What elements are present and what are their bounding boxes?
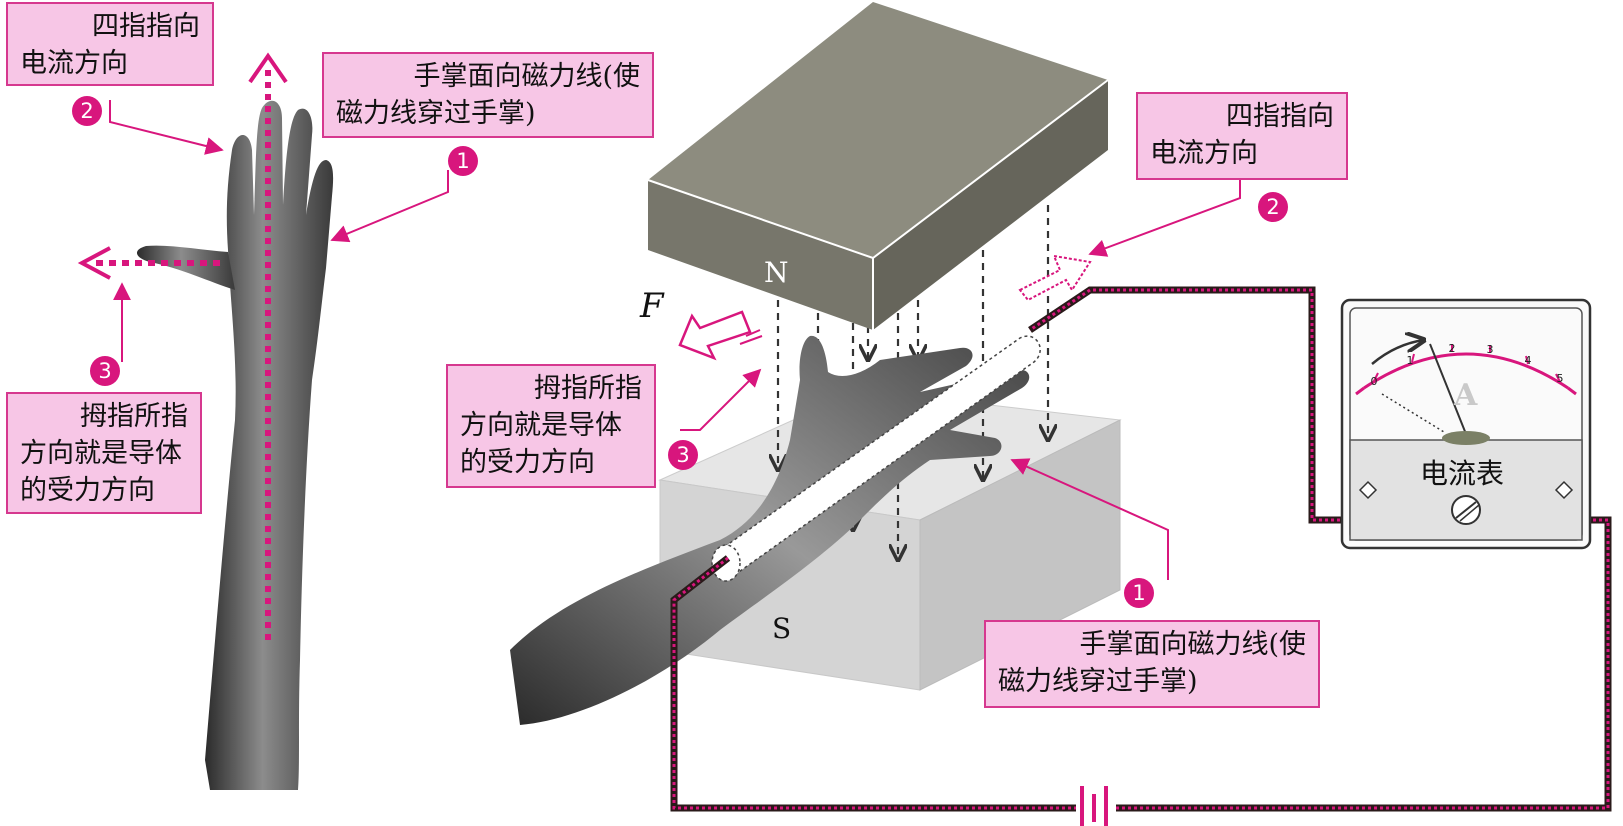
left-label-thumb-line1: 拇指所指 [80, 401, 188, 432]
left-label-palm: 手掌面向磁力线(使 磁力线穿过手掌) [322, 52, 654, 138]
scale-tick-5: 5 [1557, 372, 1564, 385]
right-label-palm: 手掌面向磁力线(使 磁力线穿过手掌) [984, 620, 1320, 708]
right-label-current-line2: 电流方向 [1150, 138, 1258, 169]
left-badge-1: 1 [448, 146, 478, 176]
left-label-thumb-force: 拇指所指 方向就是导体 的受力方向 [6, 392, 202, 514]
scale-tick-1: 1 [1407, 354, 1414, 367]
right-callout-line-thumb [680, 368, 762, 431]
right-label-current-direction: 四指指向 电流方向 [1136, 92, 1348, 180]
magnet-n [647, 2, 1109, 330]
right-current-arrow-icon [1018, 254, 1092, 302]
circuit-current-path [672, 288, 1610, 810]
right-badge-2: 2 [1258, 192, 1288, 222]
ammeter-title: 电流表 [1420, 457, 1505, 490]
left-callout-line-current [109, 100, 224, 155]
left-label-thumb-line2: 方向就是导体 [20, 438, 182, 469]
left-label-palm-line2: 磁力线穿过手掌) [336, 98, 536, 129]
left-label-thumb-line3: 的受力方向 [20, 475, 155, 506]
ammeter: 0 1 2 3 4 5 [1340, 298, 1592, 550]
battery-icon [1076, 786, 1116, 826]
right-label-thumb-force: 拇指所指 方向就是导体 的受力方向 [446, 364, 656, 488]
left-badge-2: 2 [72, 96, 102, 126]
right-label-palm-line1: 手掌面向磁力线(使 [1079, 629, 1306, 660]
force-label: F [640, 286, 664, 326]
right-label-thumb-line3: 的受力方向 [460, 447, 595, 478]
right-label-thumb-line1: 拇指所指 [534, 373, 642, 404]
right-label-thumb-line2: 方向就是导体 [460, 410, 622, 441]
right-label-palm-line2: 磁力线穿过手掌) [998, 666, 1198, 697]
left-label-current-line2: 电流方向 [20, 48, 128, 79]
magnet-n-label: N [764, 256, 789, 289]
right-label-current-line1: 四指指向 [1226, 101, 1334, 132]
right-callout-line-current [1088, 178, 1241, 257]
scale-tick-4: 4 [1525, 354, 1532, 367]
left-force-arrowhead-icon [77, 246, 111, 280]
magnet-s-label: S [772, 612, 792, 645]
right-badge-3: 3 [668, 440, 698, 470]
right-callout-line-palm [1010, 458, 1169, 580]
left-label-current-direction: 四指指向 电流方向 [6, 2, 214, 86]
force-arrow-icon [678, 310, 763, 361]
left-badge-3: 3 [90, 356, 120, 386]
scale-tick-0: 0 [1371, 375, 1378, 388]
ammeter-unit-label: A [1454, 378, 1478, 413]
left-label-palm-line1: 手掌面向磁力线(使 [413, 61, 640, 92]
left-label-current-line1: 四指指向 [92, 11, 200, 42]
left-current-arrowhead-icon [248, 52, 288, 84]
scale-tick-3: 3 [1487, 343, 1494, 356]
right-badge-1: 1 [1124, 578, 1154, 608]
left-callout-line-palm [330, 170, 449, 243]
scale-tick-2: 2 [1449, 342, 1456, 355]
